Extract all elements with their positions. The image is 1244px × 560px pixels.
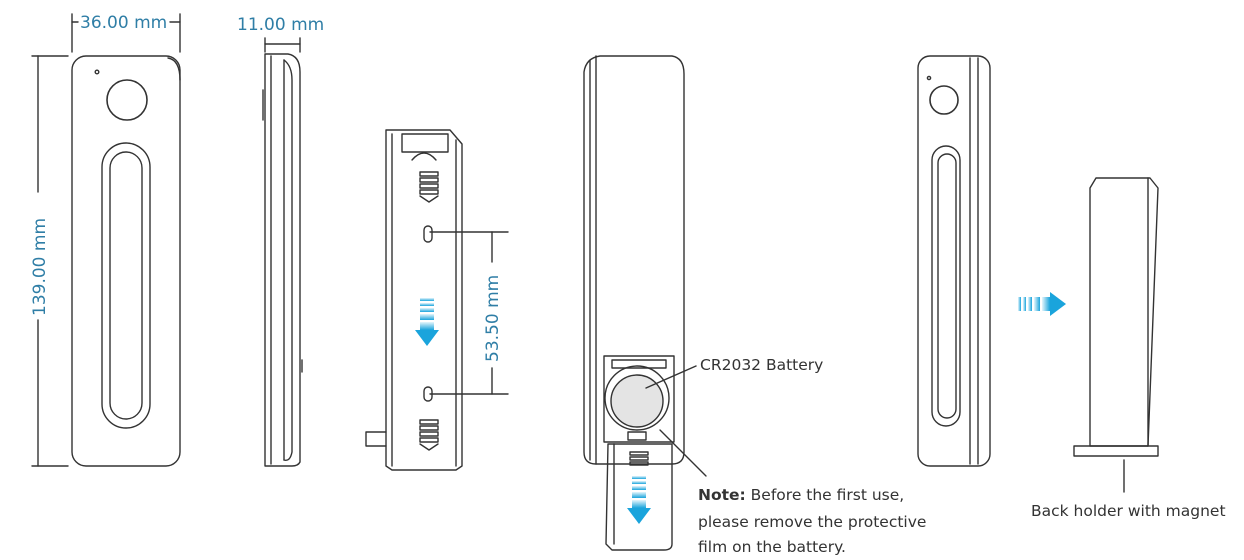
battery-label: CR2032 Battery (700, 356, 823, 374)
note-line-1-text: Before the first use, (746, 486, 904, 504)
note-line-2: please remove the protective (698, 513, 926, 531)
height-dimension-label: 139.00 mm (30, 218, 50, 316)
note-line-3: film on the battery. (698, 538, 846, 556)
width-dimension-lines (71, 13, 181, 53)
battery-view (583, 55, 707, 551)
attach-right-arrow-icon (1018, 292, 1066, 316)
depth-dimension-label: 11.00 mm (237, 15, 324, 35)
hole-spacing-dimension-lines (429, 231, 509, 395)
width-dimension-label: 36.00 mm (80, 13, 167, 33)
holder-label: Back holder with magnet (1031, 502, 1226, 520)
battery-cover-down-arrow-icon (627, 476, 651, 524)
front-view-right (917, 55, 991, 467)
note-line-1: Note: Before the first use, (698, 486, 904, 504)
height-dimension-lines (31, 55, 69, 467)
back-holder-view (365, 129, 463, 471)
note-prefix: Note: (698, 486, 746, 504)
slide-down-arrow-icon (415, 298, 439, 346)
hole-spacing-dimension-label: 53.50 mm (483, 275, 503, 362)
side-view (262, 53, 303, 467)
back-holder-right (1073, 177, 1159, 493)
front-view (71, 55, 181, 467)
depth-dimension-lines (264, 37, 301, 53)
